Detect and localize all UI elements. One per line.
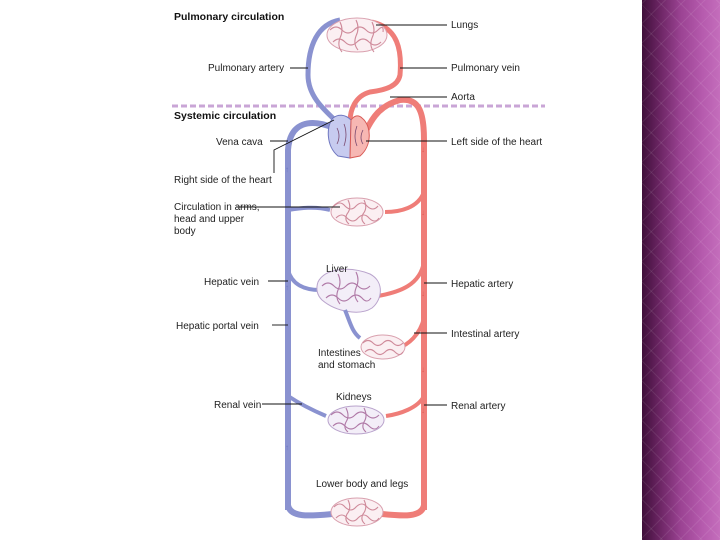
lower-body-capillary-bed xyxy=(330,497,384,527)
svg-text:↓: ↓ xyxy=(421,365,425,374)
label-renal-artery: Renal artery xyxy=(451,401,505,412)
label-vena-cava: Vena cava xyxy=(216,137,263,148)
label-kidneys: Kidneys xyxy=(336,392,372,403)
circulation-diagram: ↑ ↑ ↑ ↓ ↓ ↓ ↓ ↓ xyxy=(172,11,545,527)
label-hepatic-artery: Hepatic artery xyxy=(451,279,513,290)
label-pulmonary-vein: Pulmonary vein xyxy=(451,63,520,74)
heart xyxy=(327,114,370,159)
label-lungs: Lungs xyxy=(451,20,478,31)
renal-artery-vessel xyxy=(385,394,426,418)
label-aorta: Aorta xyxy=(451,92,475,103)
label-liver: Liver xyxy=(326,264,348,275)
svg-text:↓: ↓ xyxy=(421,289,425,298)
svg-text:↑: ↑ xyxy=(285,165,289,174)
hepatic-vein-vessel xyxy=(286,269,321,292)
svg-text:↓: ↓ xyxy=(421,145,425,154)
label-right-side-heart: Right side of the heart xyxy=(174,175,272,186)
slide: ↑ ↑ ↑ ↓ ↓ ↓ ↓ ↓ xyxy=(172,11,545,527)
leader-lines xyxy=(236,24,447,406)
svg-text:↓: ↓ xyxy=(421,208,425,217)
label-left-side-heart: Left side of the heart xyxy=(451,137,542,148)
aorta-vessel xyxy=(359,96,427,510)
intestines-capillary-bed xyxy=(360,334,406,360)
flow-arrows: ↑ ↑ ↑ ↓ ↓ ↓ ↓ ↓ xyxy=(285,145,425,452)
label-intestinal-artery: Intestinal artery xyxy=(451,329,519,340)
label-lower-body: Lower body and legs xyxy=(316,479,408,490)
label-hepatic-vein: Hepatic vein xyxy=(204,277,259,288)
systemic-circulation-header: Systemic circulation xyxy=(174,110,276,122)
svg-text:↓: ↓ xyxy=(421,406,425,415)
lung-capillary-bed xyxy=(326,17,388,53)
lower-venous-return xyxy=(285,503,333,519)
svg-text:↑: ↑ xyxy=(285,443,289,452)
svg-text:↑: ↑ xyxy=(285,283,289,292)
pulmonary-artery-vessel xyxy=(305,17,341,124)
arms-venous-branch xyxy=(287,205,331,212)
liver-capillary-bed xyxy=(316,268,381,313)
hepatic-artery-vessel xyxy=(377,261,426,298)
lower-arterial-supply xyxy=(381,503,427,519)
label-hepatic-portal-vein: Hepatic portal vein xyxy=(176,321,259,332)
vena-cava-vessel xyxy=(285,120,336,510)
label-renal-vein: Renal vein xyxy=(214,400,261,411)
label-arms-line1: Circulation in arms, xyxy=(174,202,260,213)
renal-vein-vessel xyxy=(286,394,327,418)
label-arms-line3: body xyxy=(174,226,196,237)
pulmonary-vein-vessel xyxy=(347,19,403,123)
kidney-capillary-bed xyxy=(327,405,385,435)
label-arms-line2: head and upper xyxy=(174,214,245,225)
label-pulmonary-artery: Pulmonary artery xyxy=(208,63,284,74)
label-intestines-line1: Intestines xyxy=(318,348,361,359)
hepatic-portal-vein-vessel xyxy=(343,309,362,340)
pulmonary-circulation-header: Pulmonary circulation xyxy=(174,11,284,23)
arms-arterial-branch xyxy=(384,191,426,214)
arms-capillary-bed xyxy=(330,197,384,227)
label-intestines-line2: and stomach xyxy=(318,360,375,371)
decorative-sidebar xyxy=(642,0,720,540)
